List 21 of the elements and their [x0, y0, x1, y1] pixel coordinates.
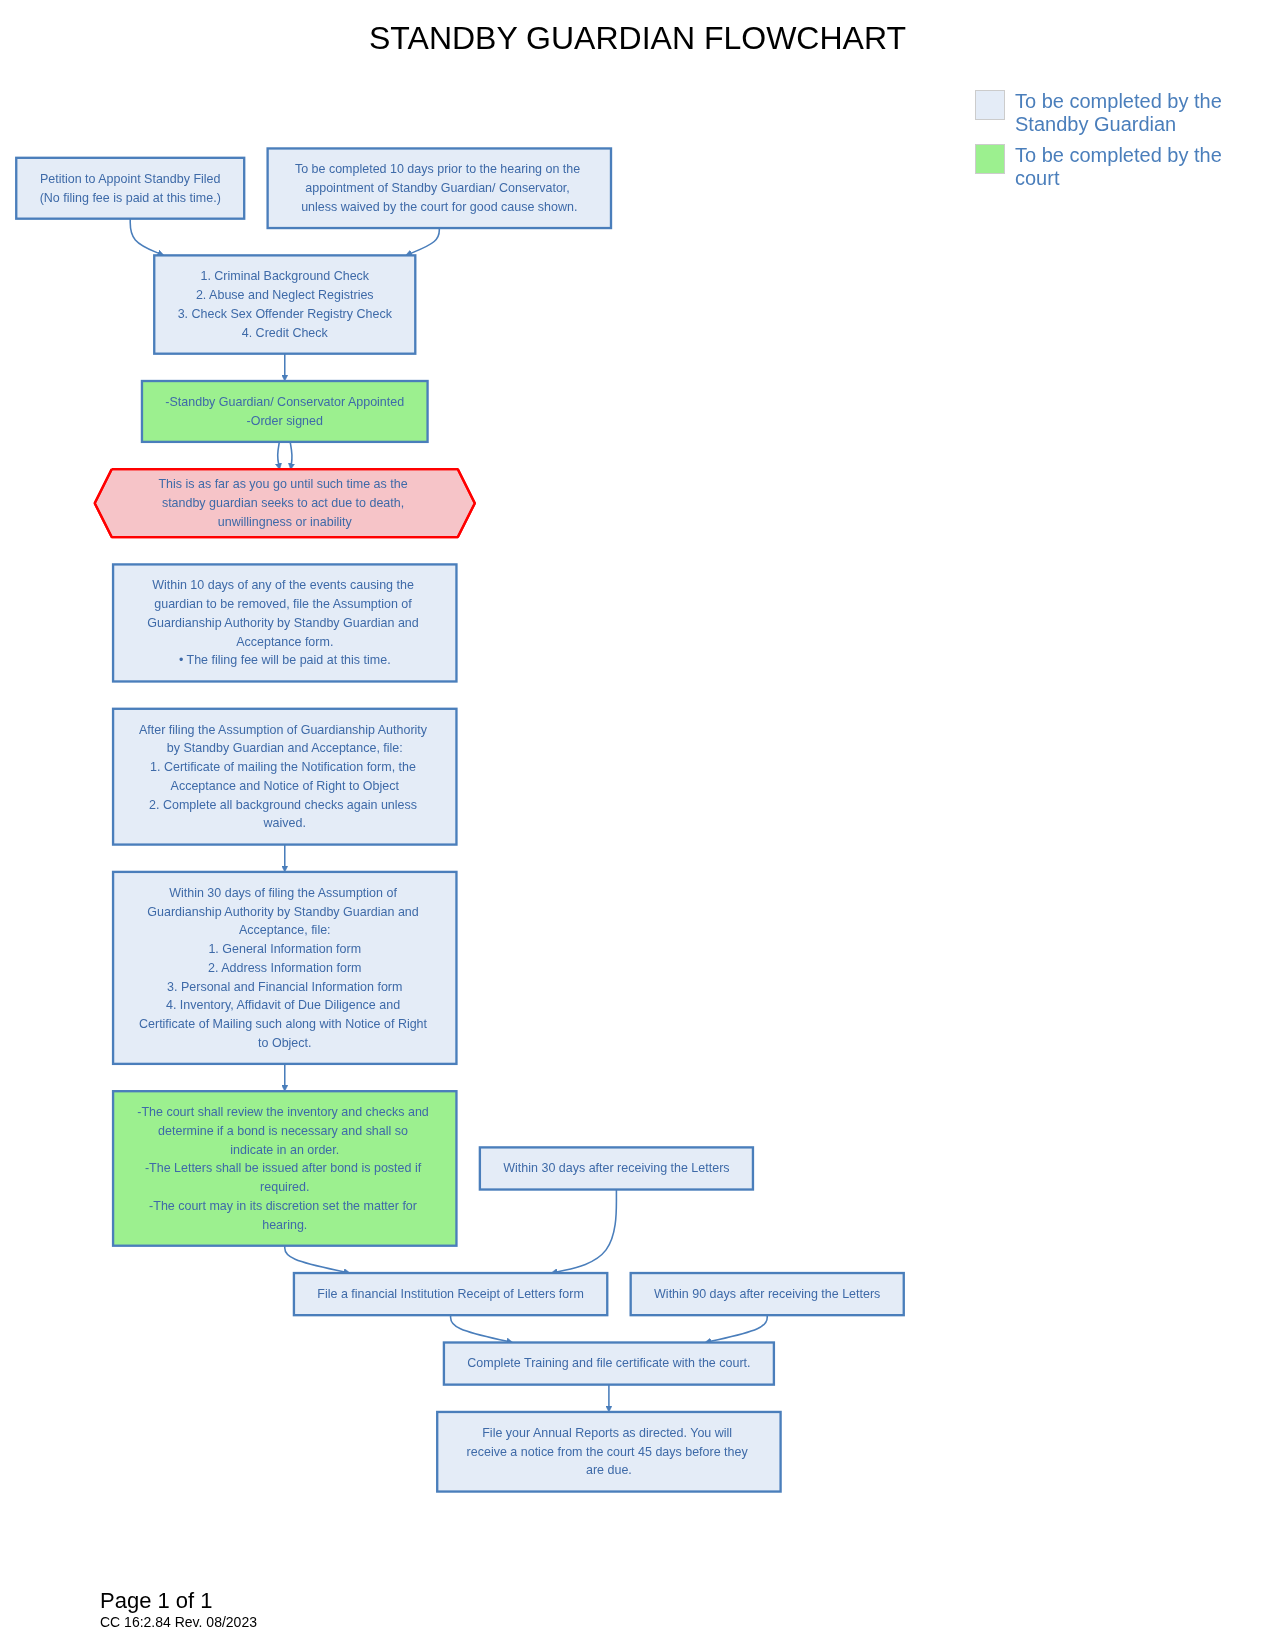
- node-box: Within 30 days of filing the Assumption of Guardianship Authority by Standby Guardian and Acceptance, file: 1. General Information form 2. Address Information form 3. Personal and Financial Information form 4. Inventory, Affidavit of Due Diligence and Certificate of Mailing such along with Notice of Right to Object.: [111, 870, 458, 1066]
- legend-text: To be completed by the Standby Guardian: [1015, 90, 1223, 136]
- node-box: File your Annual Reports as directed. You will receive a notice from the court 45 days before they are due.: [436, 1410, 782, 1493]
- node-box: -The court shall review the inventory and checks and determine if a bond is necessary and shall so indicate in an order. -The Letters shall be issued after bond is posted if required. -The court may in its discretion set the matter for hearing.: [111, 1090, 458, 1247]
- node-box: Within 30 days after receiving the Letters: [478, 1146, 755, 1191]
- node-box: 1. Criminal Background Check 2. Abuse and Neglect Registries 3. Check Sex Offender Registry Check 4. Credit Check: [153, 254, 417, 355]
- node-box: Complete Training and file certificate with the court.: [442, 1341, 776, 1386]
- node-box: After filing the Assumption of Guardianship Authority by Standby Guardian and Acceptance, file: 1. Certificate of mailing the Notification form, the Acceptance and Notice of Right to Object 2. Complete all background checks again unless waived.: [111, 707, 458, 846]
- form-code: CC 16:2.84 Rev. 08/2023: [100, 1614, 257, 1630]
- node-box: Within 90 days after receiving the Letters: [629, 1271, 905, 1317]
- page-number: Page 1 of 1: [100, 1588, 214, 1614]
- arrow: [288, 441, 295, 470]
- node-box: To be completed 10 days prior to the hearing on the appointment of Standby Guardian/ Conservator, unless waived by the court for good cause shown.: [266, 147, 613, 230]
- node-box: File a financial Institution Receipt of Letters form: [292, 1271, 609, 1317]
- arrow: [281, 1063, 289, 1092]
- node-box: Petition to Appoint Standby Filed (No filing fee is paid at this time.): [15, 156, 246, 220]
- legend-text: To be completed by the court: [1015, 144, 1223, 190]
- title: STANDBY GUARDIAN FLOWCHART: [368, 20, 907, 57]
- arrow: [275, 441, 282, 470]
- node-box: -Standby Guardian/ Conservator Appointed -Order signed: [140, 379, 429, 444]
- node-box: Within 10 days of any of the events causing the guardian to be removed, file the Assumption of Guardianship Authority by Standby Guardian and Acceptance form. • The filing fee will be paid at this time.: [111, 563, 458, 683]
